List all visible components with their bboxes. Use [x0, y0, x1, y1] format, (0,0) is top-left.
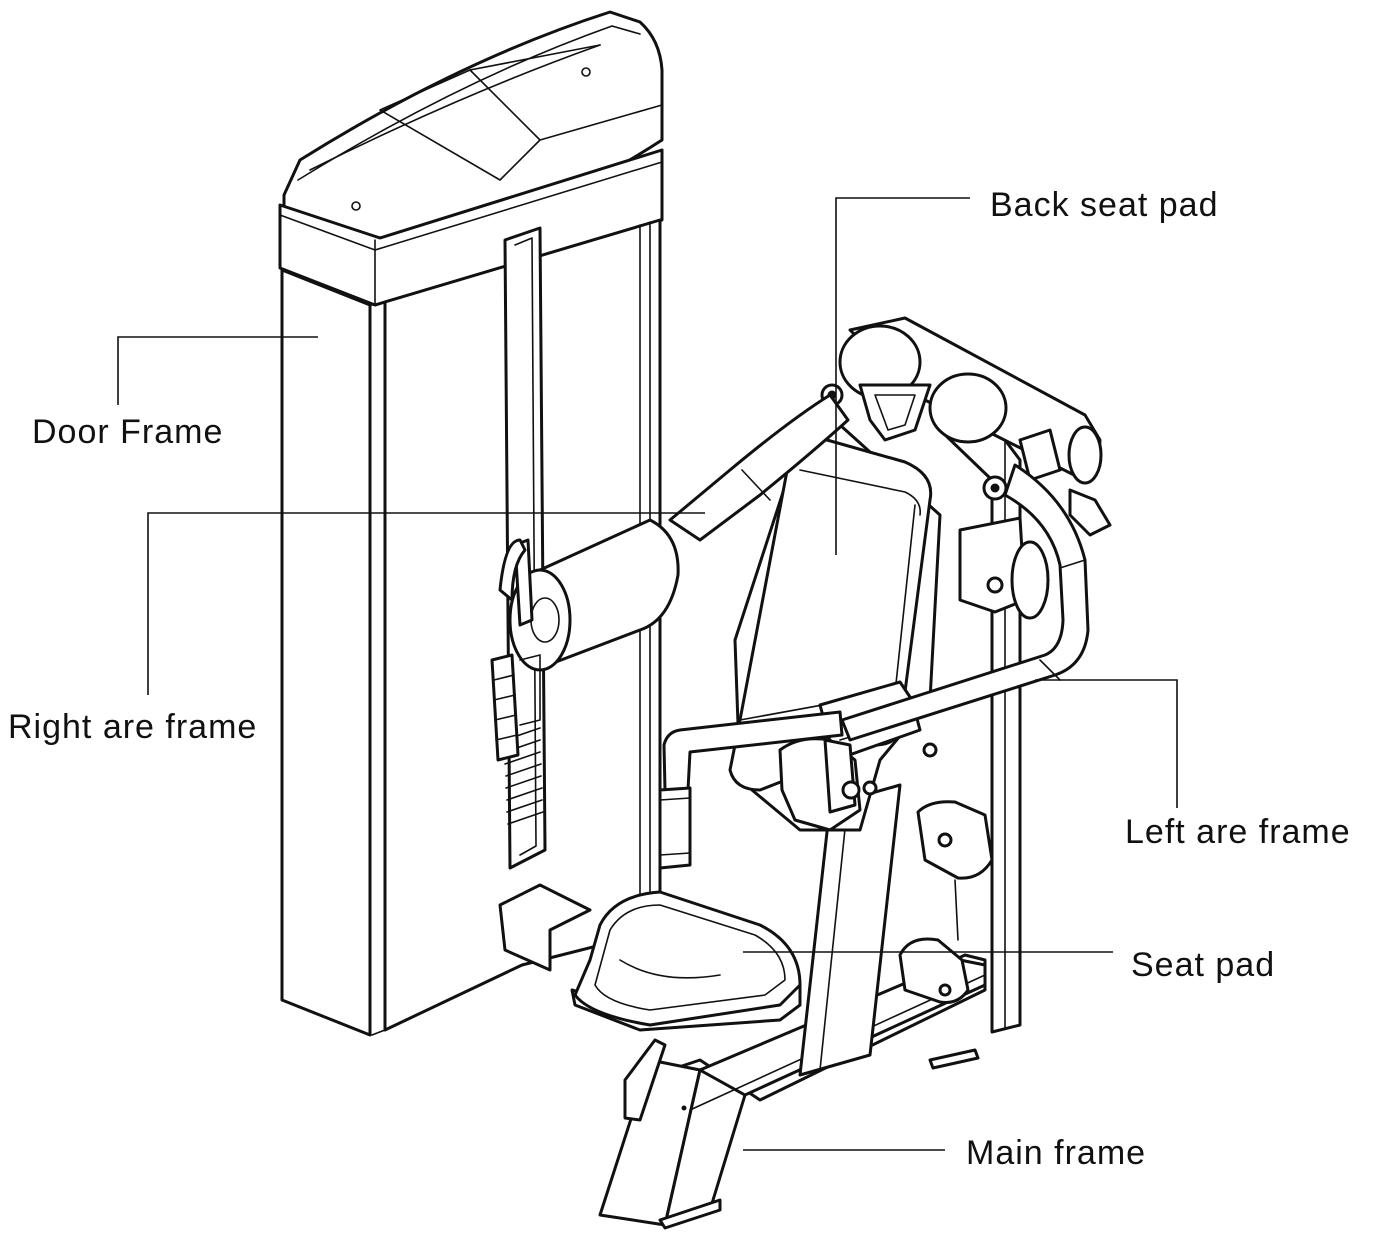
right-arm-frame-drawing — [490, 393, 850, 762]
top-rollers-drawing — [820, 316, 1112, 537]
label-main-frame: Main frame — [966, 1134, 1147, 1172]
leader-door-frame — [117, 336, 318, 405]
leader-right-arm-frame — [147, 512, 705, 695]
label-left-arm-frame: Left are frame — [1125, 813, 1351, 851]
door-frame-drawing — [278, 10, 664, 1037]
left-arm-frame-drawing — [658, 463, 1090, 1004]
leader-left-arm-frame — [1035, 679, 1178, 808]
label-door-frame: Door Frame — [32, 413, 224, 451]
seat-pad-drawing — [570, 890, 802, 1032]
leader-back-seat-pad — [835, 197, 970, 555]
leader-lines — [117, 197, 1178, 1151]
label-back-seat-pad: Back seat pad — [990, 186, 1219, 224]
label-right-arm-frame: Right are frame — [8, 708, 258, 746]
label-seat-pad: Seat pad — [1131, 946, 1276, 984]
